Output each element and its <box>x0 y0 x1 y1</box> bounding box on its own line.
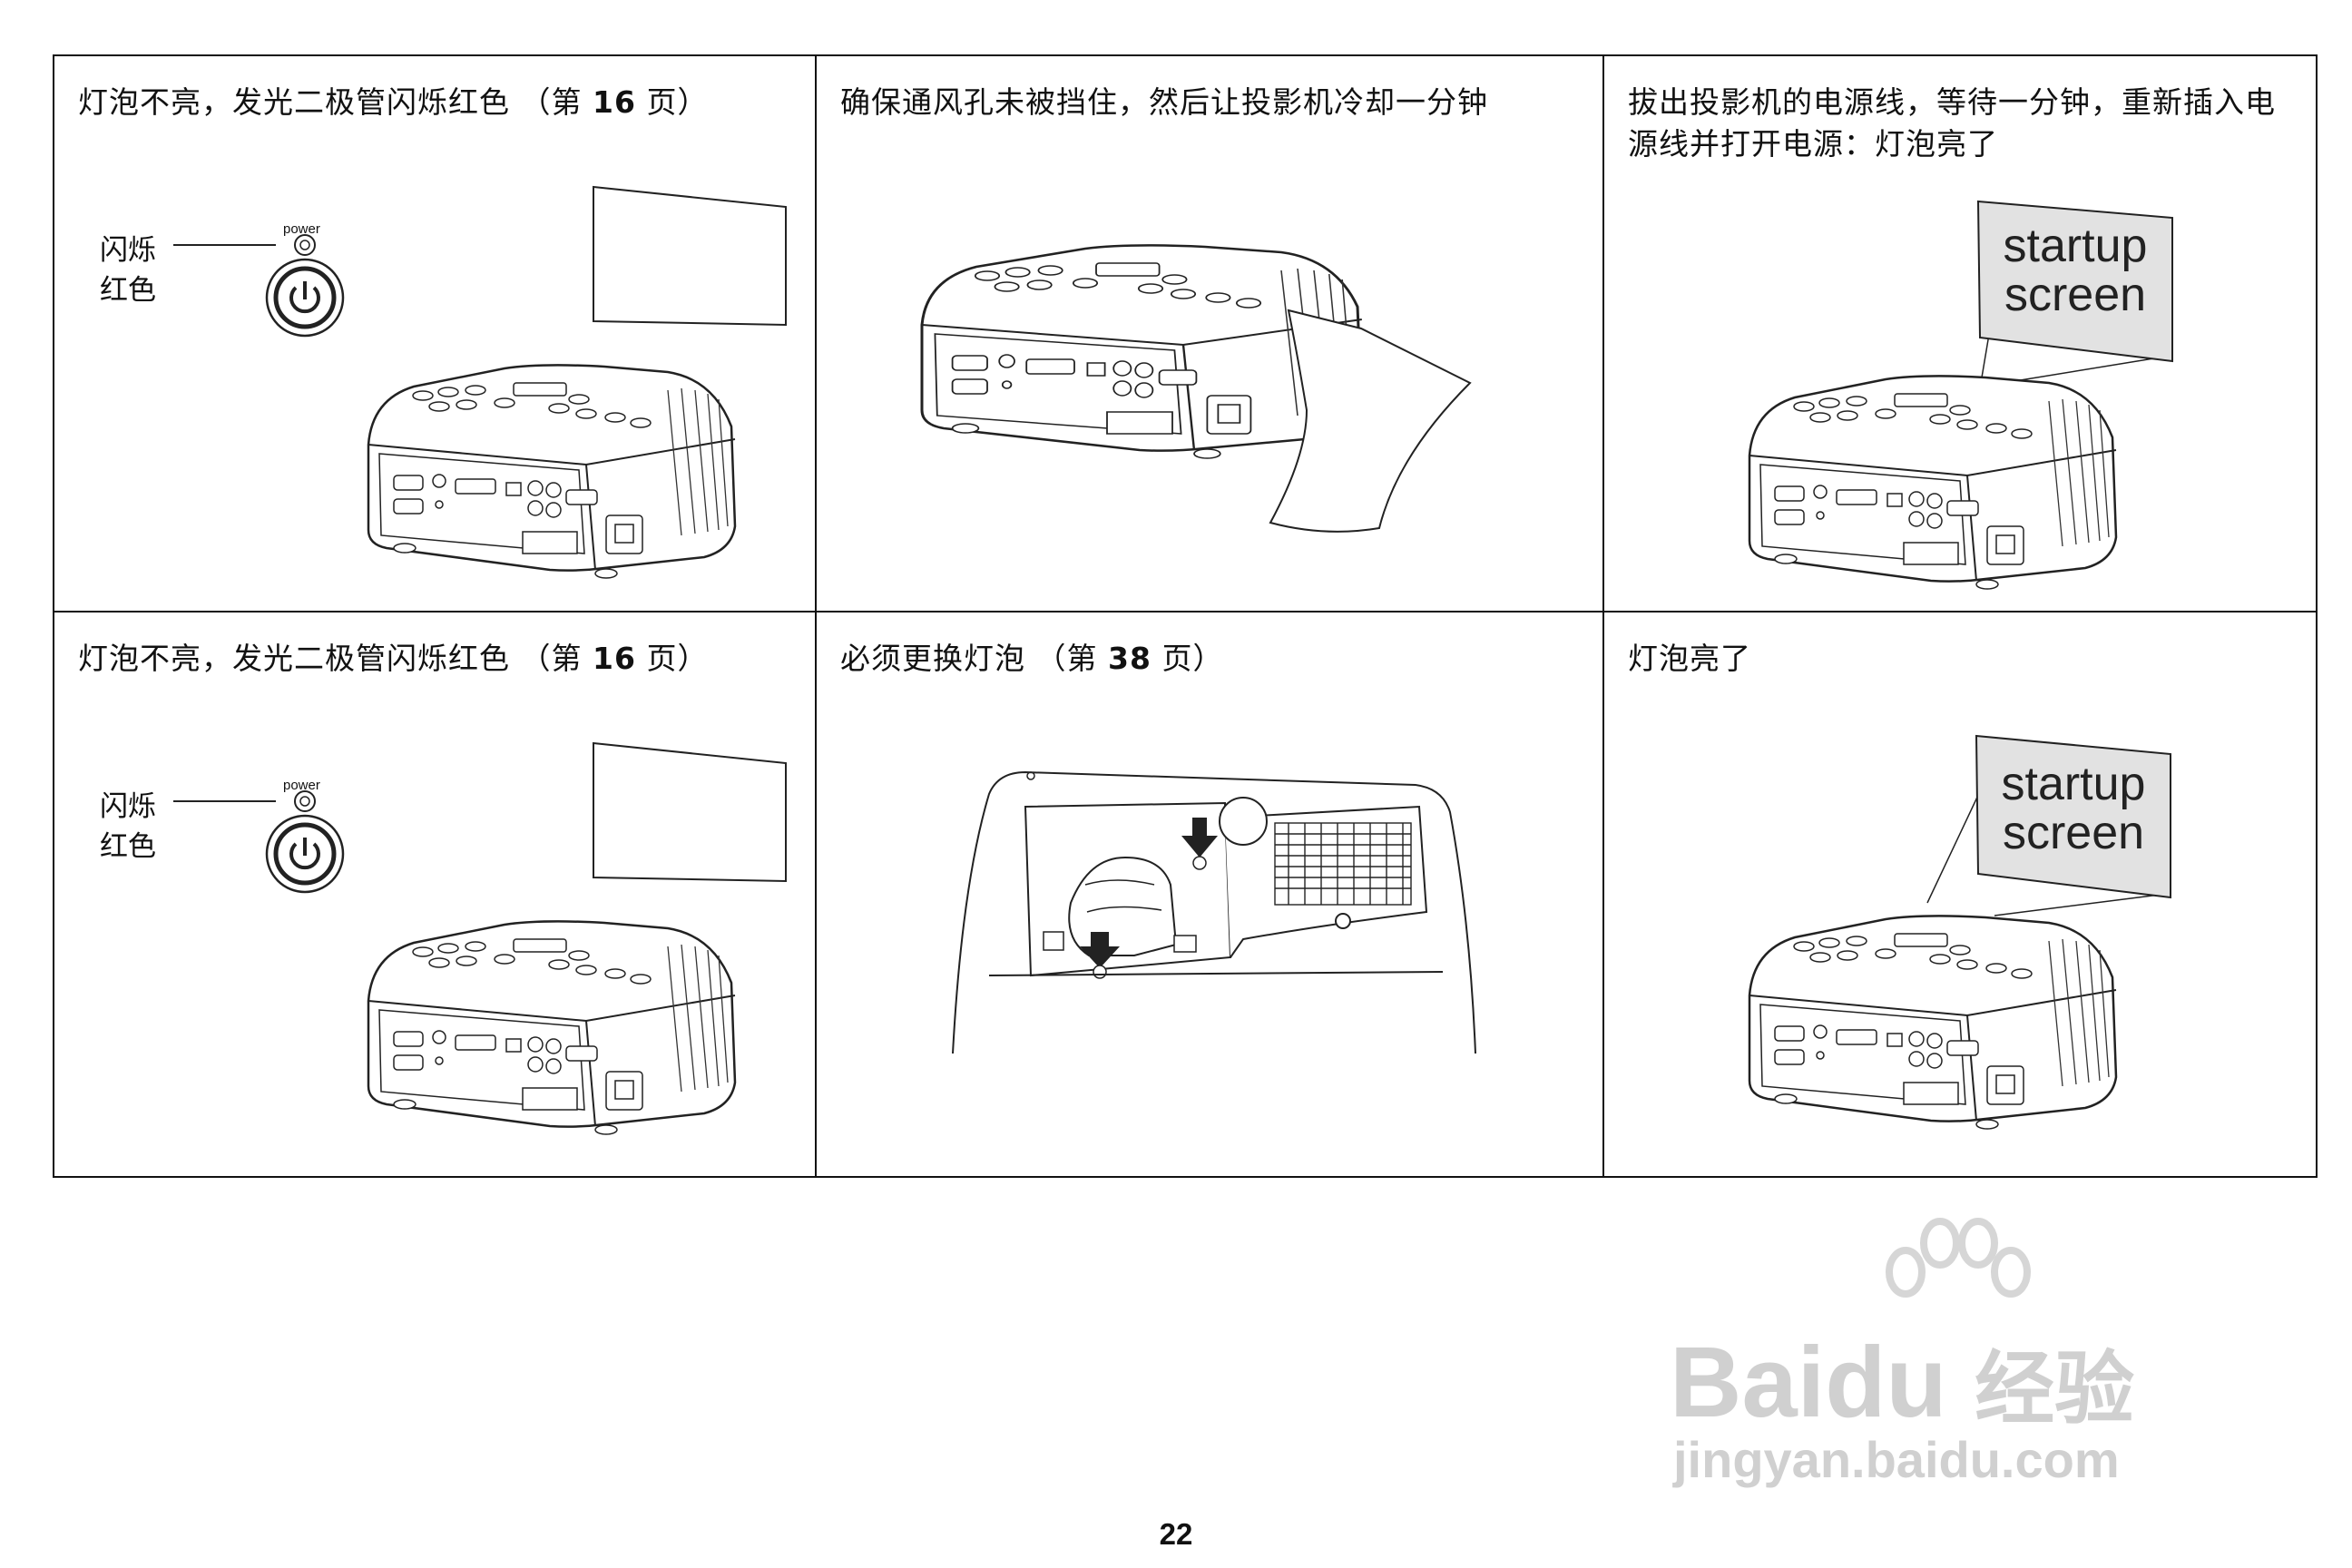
paw-logo-icon <box>1886 1218 2031 1298</box>
indicator-label: 闪烁 红色 <box>100 234 156 307</box>
panel-caption: 灯泡不亮，发光二极管闪烁红色 （第 16 页） <box>78 82 791 123</box>
panel-caption: 确保通风孔未被挡住，然后让投影机冷却一分钟 <box>840 84 1488 120</box>
power-button-icon <box>173 791 343 892</box>
power-label: power <box>283 778 320 793</box>
projector-illustration <box>54 741 787 1136</box>
projector-startup-illustration <box>1748 734 2171 1131</box>
caption-end: 页） <box>646 641 709 676</box>
panel-lamp-lit: 灯泡亮了 startup screen <box>1604 612 2318 1178</box>
caption-text: 必须更换灯泡 （第 <box>840 641 1098 676</box>
projector-startup-illustration <box>1748 200 2173 591</box>
panel-check-vents: 确保通风孔未被挡住，然后让投影机冷却一分钟 <box>817 56 1604 612</box>
projector-illustration <box>54 185 787 580</box>
caption-end: 页） <box>646 84 709 120</box>
power-button-icon <box>173 235 343 336</box>
watermark-url: jingyan.baidu.com <box>1673 1431 2120 1488</box>
projector-vent-illustration <box>920 243 1472 533</box>
caption-text: 灯泡不亮，发光二极管闪烁红色 （第 <box>78 641 583 676</box>
panel-caption: 灯泡亮了 <box>1628 641 1751 676</box>
startup-screen-text: startup screen <box>2003 220 2148 321</box>
panel-caption: 灯泡不亮，发光二极管闪烁红色 （第 16 页） <box>78 638 791 680</box>
page-number: 22 <box>1159 1517 1193 1551</box>
panel-lamp-not-lit-1: 灯泡不亮，发光二极管闪烁红色 （第 16 页） 闪烁 红色 power <box>54 56 817 612</box>
watermark-brand: Baidu 经验 <box>1670 1327 2135 1438</box>
panel-restart-lamp-lit: 拔出投影机的电源线，等待一分钟，重新插入电源线并打开电源：灯泡亮了 startu… <box>1604 56 2318 612</box>
indicator-label: 闪烁 红色 <box>100 790 156 863</box>
power-label: power <box>283 221 320 237</box>
panel-lamp-not-lit-2: 灯泡不亮，发光二极管闪烁红色 （第 16 页） 闪烁 红色 power <box>54 612 817 1178</box>
baidu-jingyan-watermark: Baidu 经验 jingyan.baidu.com <box>1670 1216 2232 1488</box>
lamp-housing-illustration <box>952 770 1476 1054</box>
caption-text: 灯泡不亮，发光二极管闪烁红色 （第 <box>78 84 583 120</box>
instruction-grid: 灯泡不亮，发光二极管闪烁红色 （第 16 页） 闪烁 红色 power 确保通风… <box>53 54 2318 1178</box>
page-reference: 38 <box>1108 641 1152 676</box>
page-reference: 16 <box>593 84 636 120</box>
caption-end: 页） <box>1161 641 1224 676</box>
page-reference: 16 <box>593 641 636 676</box>
panel-caption: 必须更换灯泡 （第 38 页） <box>840 638 1579 680</box>
panel-caption: 拔出投影机的电源线，等待一分钟，重新插入电源线并打开电源：灯泡亮了 <box>1628 84 2276 162</box>
panel-replace-lamp: 必须更换灯泡 （第 38 页） <box>817 612 1604 1178</box>
startup-screen-text: startup screen <box>2001 758 2146 859</box>
